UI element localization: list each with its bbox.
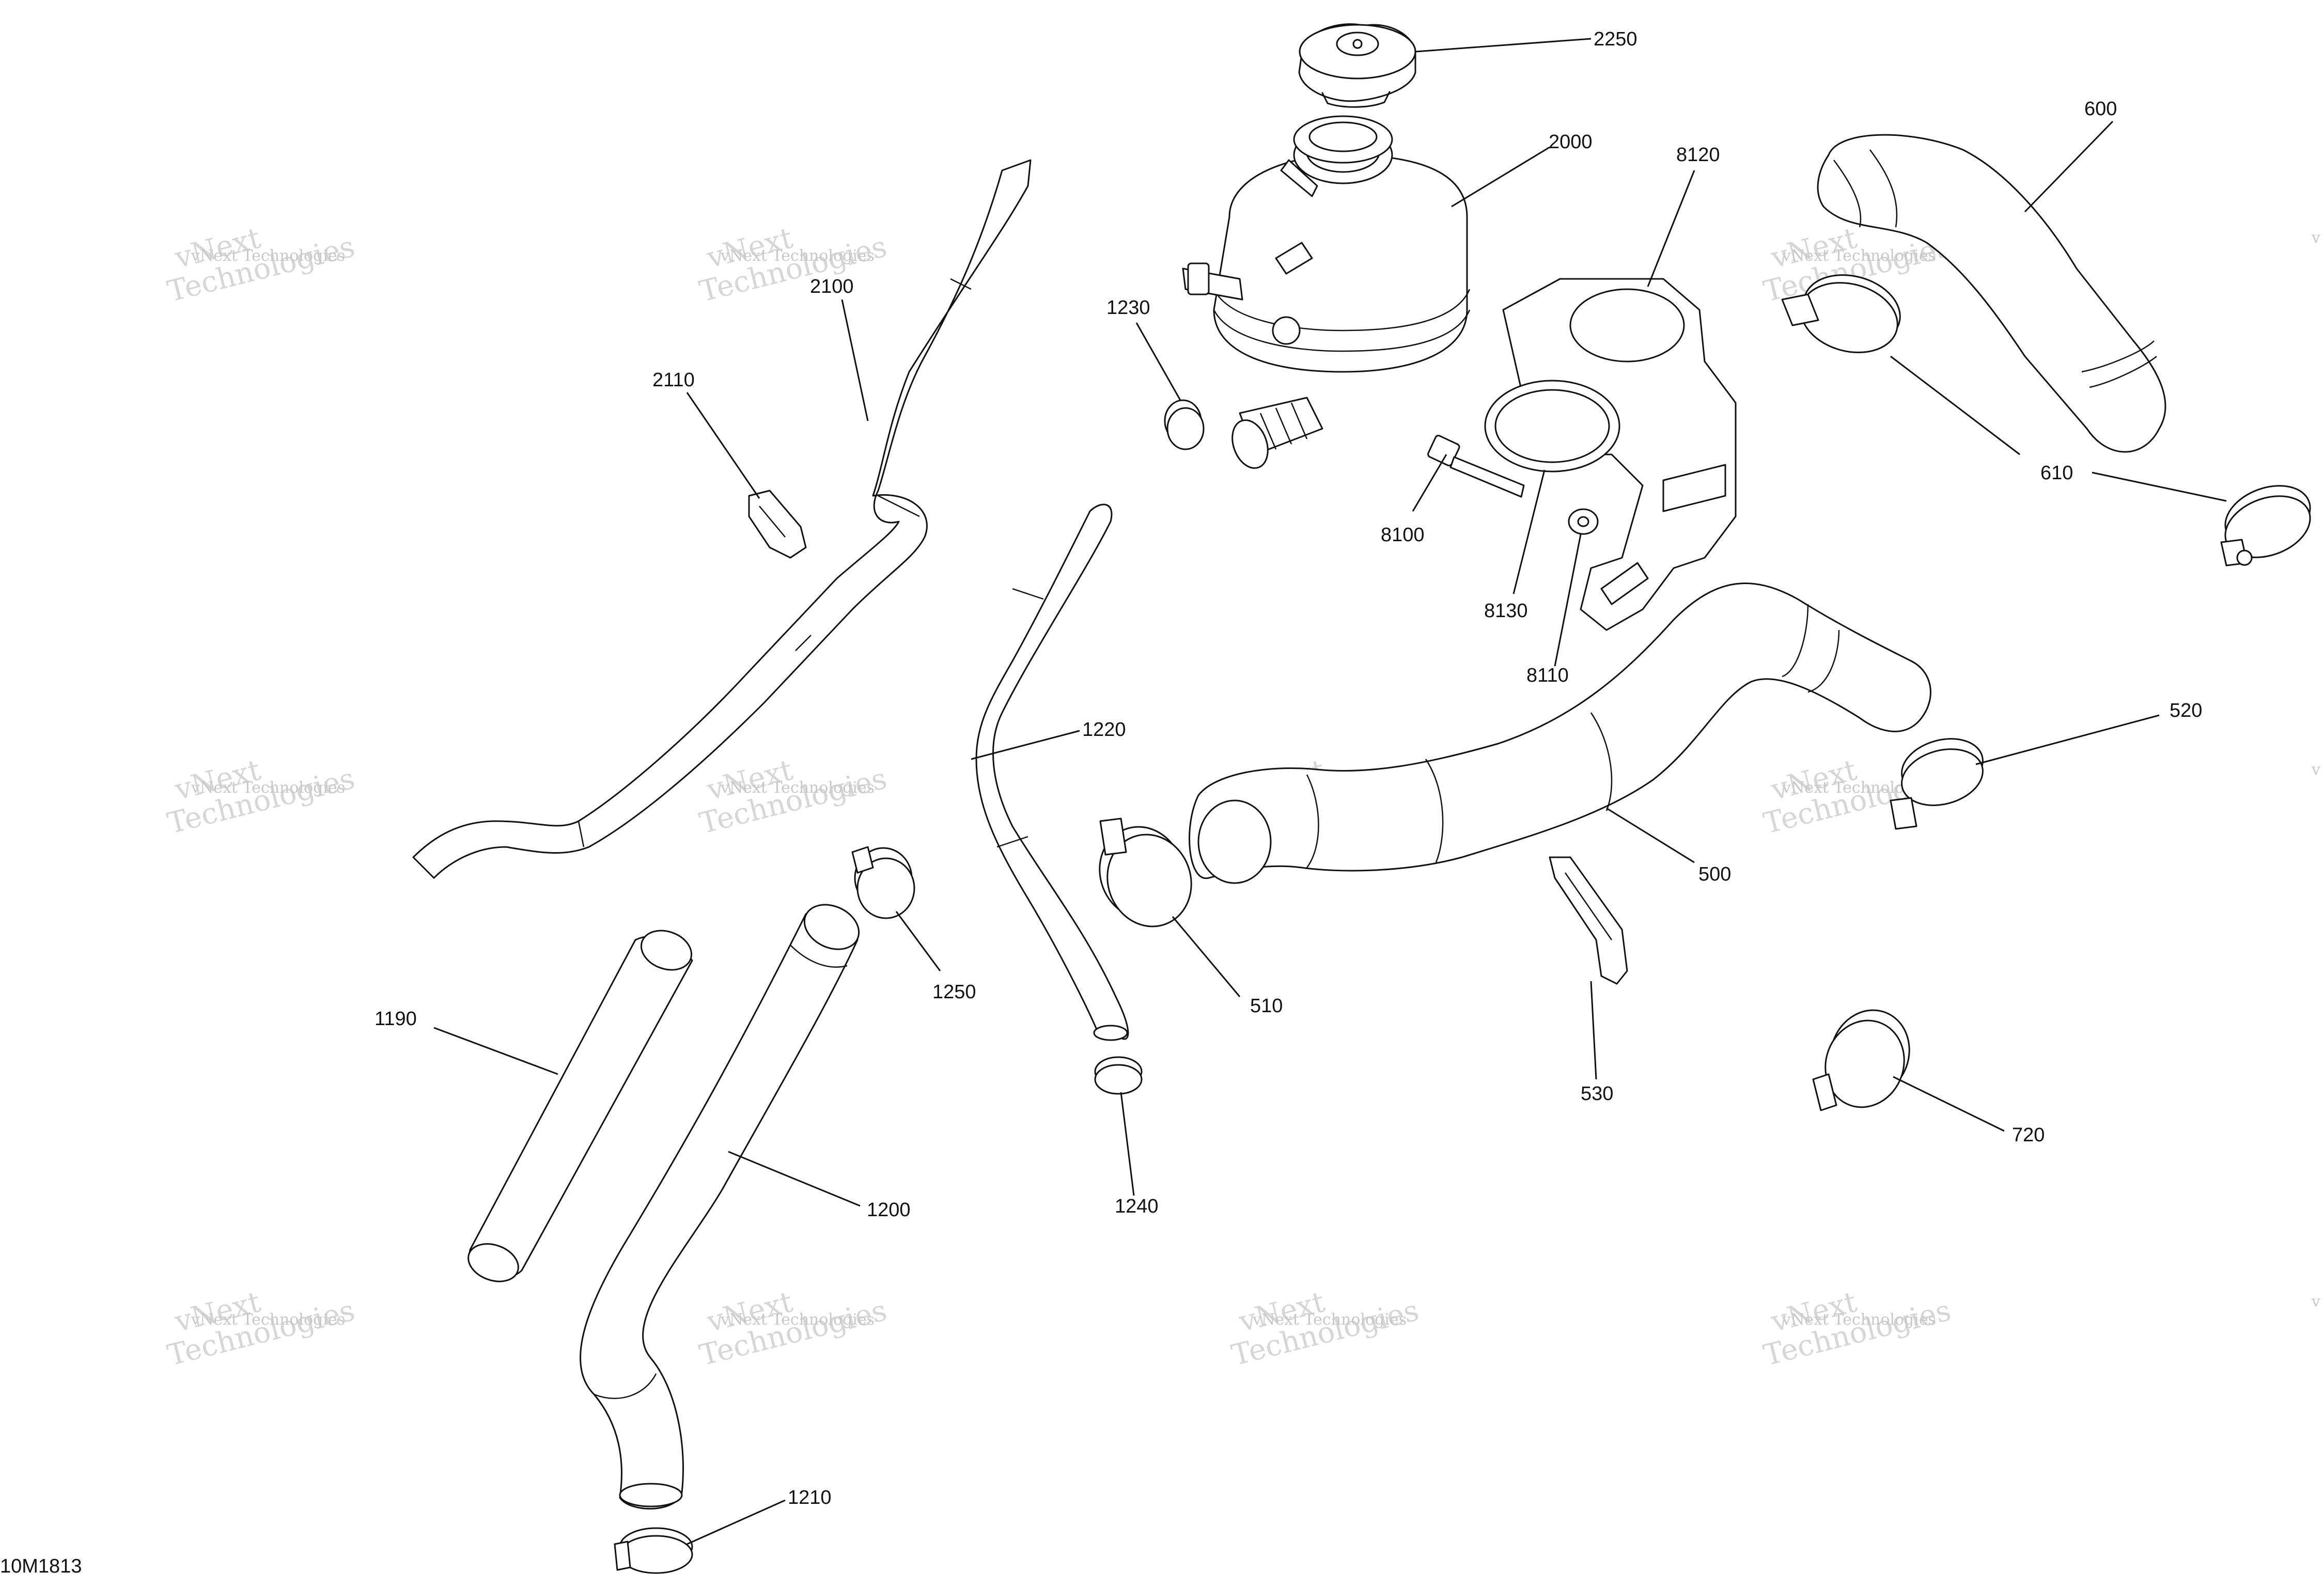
leader-8130 xyxy=(1512,469,1546,594)
callout-500: 500 xyxy=(1698,863,1731,885)
part-8100-bolt xyxy=(1427,434,1525,498)
watermark-edge-fragment: v xyxy=(2311,229,2320,247)
callout-1220: 1220 xyxy=(1082,719,1126,741)
leader-2250 xyxy=(1415,38,1592,53)
leader-8100 xyxy=(1412,454,1447,512)
callout-8120: 8120 xyxy=(1676,144,1720,166)
callout-8110: 8110 xyxy=(1526,665,1569,686)
watermark-text: vNext Technologies xyxy=(720,779,875,797)
watermark-text: vNext Technologies xyxy=(191,1311,345,1329)
watermark-text: vNext Technologies xyxy=(720,247,875,265)
leader-500 xyxy=(1606,807,1695,863)
callout-600: 600 xyxy=(2084,98,2117,120)
leader-1250 xyxy=(895,911,941,971)
part-500-radiator-hose xyxy=(1189,582,1931,884)
part-610-clamp-lower xyxy=(2220,485,2311,567)
part-1240-clamp xyxy=(1094,1056,1143,1095)
part-1250-clamp xyxy=(851,846,915,919)
part-1220-hose xyxy=(975,504,1129,1041)
callout-2100: 2100 xyxy=(810,276,854,297)
callout-2250: 2250 xyxy=(1594,28,1637,50)
leader-2110 xyxy=(686,392,760,499)
callout-2110: 2110 xyxy=(652,369,695,391)
leader-610-a xyxy=(1890,355,2020,455)
leader-1220 xyxy=(971,730,1080,760)
part-610-clamp-upper xyxy=(1781,274,1901,353)
callout-720: 720 xyxy=(2012,1124,2045,1146)
leader-610-b xyxy=(2092,472,2227,502)
leader-1210 xyxy=(687,1499,786,1545)
leader-8120 xyxy=(1647,170,1695,287)
watermark-text: vNext Technologies xyxy=(1782,247,1936,265)
callout-labels: 2250 2000 8120 600 1230 2100 2110 8100 8… xyxy=(375,28,2202,1509)
callout-1250: 1250 xyxy=(932,981,976,1003)
diagram-id-label: 10M1813 xyxy=(0,1555,82,1577)
leader-2000 xyxy=(1451,146,1550,208)
part-520-clamp xyxy=(1890,738,1984,830)
callout-8100: 8100 xyxy=(1381,524,1425,546)
leader-1240 xyxy=(1120,1092,1135,1196)
callout-1210: 1210 xyxy=(788,1487,832,1509)
callout-1240: 1240 xyxy=(1115,1196,1159,1217)
part-2250-pressure-cap xyxy=(1298,23,1416,108)
callout-610: 610 xyxy=(2040,462,2073,484)
watermark-text: vNext Technologies xyxy=(1252,1311,1407,1329)
part-720-clamp xyxy=(1812,1009,1910,1111)
leader-600 xyxy=(2024,120,2114,213)
callout-530: 530 xyxy=(1581,1083,1613,1105)
callout-8130: 8130 xyxy=(1484,600,1528,622)
leader-520 xyxy=(1975,714,2160,765)
part-2000-expansion-tank xyxy=(1182,115,1471,469)
leader-2100 xyxy=(841,299,869,421)
leader-510 xyxy=(1172,916,1241,997)
watermark-edge-fragment: v xyxy=(2311,761,2320,779)
watermark-text: vNext Technologies xyxy=(191,779,345,797)
part-600-hose xyxy=(1817,134,2166,453)
part-1230-clamp xyxy=(1164,399,1205,450)
callout-520: 520 xyxy=(2170,700,2202,721)
leader-1200 xyxy=(728,1151,861,1207)
callout-1190: 1190 xyxy=(375,1008,417,1030)
watermark-text: vNext Technologies xyxy=(191,247,345,265)
callout-1230: 1230 xyxy=(1106,297,1150,319)
part-1200-hose xyxy=(580,904,860,1510)
watermark-text: vNext Technologies xyxy=(1782,1311,1936,1329)
part-1190-tube xyxy=(467,930,693,1282)
watermark-edge-fragment: v xyxy=(2311,1293,2320,1311)
part-2100-overflow-hose xyxy=(412,159,1032,879)
leader-530 xyxy=(1590,981,1597,1080)
watermark-text: vNext Technologies xyxy=(720,1311,875,1329)
part-8120-mounting-bracket xyxy=(1502,278,1737,631)
part-510-clamp xyxy=(1099,818,1192,928)
part-1210-clamp xyxy=(614,1527,693,1574)
part-8110-washer xyxy=(1568,508,1599,535)
leader-8110 xyxy=(1554,534,1582,667)
callout-2000: 2000 xyxy=(1549,131,1593,153)
part-530-clip xyxy=(1549,856,1628,985)
leader-lines xyxy=(433,38,2227,1545)
part-8130-gasket xyxy=(1484,380,1620,473)
callout-510: 510 xyxy=(1250,995,1283,1017)
leader-720 xyxy=(1893,1076,2005,1132)
part-2110-clip xyxy=(748,490,807,559)
callout-1200: 1200 xyxy=(867,1199,911,1221)
leader-1230 xyxy=(1135,322,1181,401)
leader-1190 xyxy=(433,1027,558,1075)
